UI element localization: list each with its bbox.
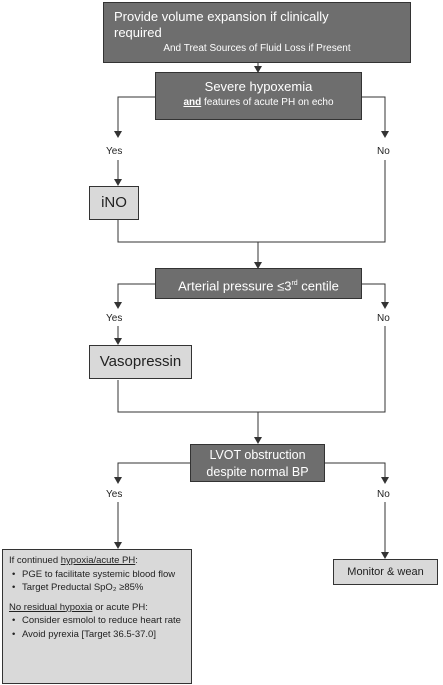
management-box: If continued hypoxia/acute PH: PGE to fa… [2,549,192,684]
volume-line2: required [114,25,162,40]
yes-label-1: Yes [106,146,123,157]
connector-hypoxemia-no [362,96,389,138]
arterial-text: Arterial pressure ≤3 [178,278,292,294]
connector-lvot-no [325,462,389,484]
management-heading-1: If continued hypoxia/acute PH: [9,554,187,568]
no-label-3: No [377,489,390,500]
hypoxemia-line2-rest: features of acute PH on echo [201,97,334,108]
hypoxemia-line2: and features of acute PH on echo [156,95,361,111]
hypoxemia-and: and [183,97,202,108]
list-item: Avoid pyrexia [Target 36.5-37.0] [12,628,187,642]
list-item: Consider esmolol to reduce heart rate [12,614,187,628]
heading2-post: or acute PH: [92,601,148,613]
heading2-underlined: No residual hypoxia [9,601,93,613]
yes-label-2: Yes [106,313,123,324]
lvot-line1: LVOT obstruction [209,448,306,462]
connector-vasopressin-merge [117,380,258,413]
hypoxemia-line1: Severe hypoxemia [204,79,313,94]
volume-expansion-box: Provide volume expansion if clinically r… [103,2,411,63]
volume-line1: Provide volume expansion if clinically [114,9,329,24]
ino-label: iNO [101,194,127,211]
arterial-sup: rd [291,280,298,287]
heading1-pre: If continued [9,555,61,566]
volume-line3: And Treat Sources of Fluid Loss if Prese… [163,43,351,54]
lvot-box: LVOT obstruction despite normal BP [190,444,325,482]
list-item: Target Preductal SpO₂ ≥85% [12,581,187,595]
heading1-post: : [135,555,138,566]
arterial-text-after: centile [297,278,339,294]
heading1-underlined: hypoxia/acute PH [60,555,136,566]
ino-box: iNO [89,186,139,220]
yes-label-3: Yes [106,489,123,500]
lvot-line2: despite normal BP [206,465,309,479]
monitor-wean-box: Monitor & wean [333,559,438,585]
management-heading-2: No residual hypoxia or acute PH: [9,601,187,615]
no-label-2: No [377,313,390,324]
connector-hypoxemia-yes [114,96,155,138]
connector-lvot-yes [114,462,190,484]
monitor-label: Monitor & wean [347,566,424,578]
management-list-1: PGE to facilitate systemic blood flow Ta… [9,568,187,595]
connector-ino-merge [117,220,258,243]
connector-no2-merge [258,326,386,413]
vasopressin-box: Vasopressin [89,345,192,379]
severe-hypoxemia-box: Severe hypoxemia and features of acute P… [155,72,362,120]
connector-arterial-yes [114,283,155,309]
management-list-2: Consider esmolol to reduce heart rate Av… [9,614,187,641]
list-item: PGE to facilitate systemic blood flow [12,568,187,582]
connector-arterial-no [362,283,389,309]
vasopressin-label: Vasopressin [99,353,182,370]
connector-no1-merge [258,160,386,243]
arterial-pressure-box: Arterial pressure ≤3rd centile [155,268,362,299]
no-label-1: No [377,146,390,157]
